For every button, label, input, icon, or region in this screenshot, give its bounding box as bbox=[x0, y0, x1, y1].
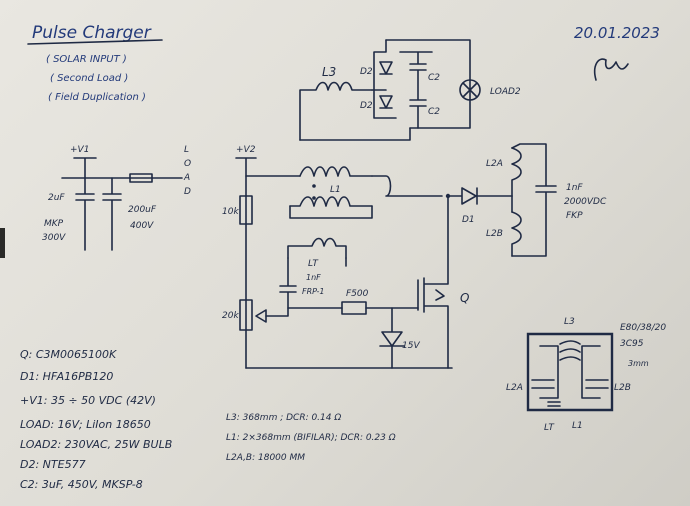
inductor-l2b bbox=[511, 211, 522, 257]
label-l1: L1 bbox=[330, 185, 341, 195]
label-d1: D1 bbox=[462, 215, 475, 225]
cap-1nf-trigger bbox=[265, 257, 297, 317]
note-d2: D2: NTE577 bbox=[20, 458, 86, 471]
cap-c2-pair bbox=[399, 51, 433, 129]
diode-d2-upper bbox=[379, 61, 393, 75]
winding-l2 bbox=[531, 379, 609, 389]
subtitle-field-duplication: ( Field Duplication ) bbox=[48, 92, 146, 103]
label-c2-lower: C2 bbox=[428, 107, 440, 117]
d2-rail bbox=[373, 39, 397, 119]
label-lt: LT bbox=[308, 259, 319, 269]
binder-strip bbox=[0, 228, 5, 258]
label-tr-l1: L1 bbox=[572, 421, 583, 431]
label-d2-lower: D2 bbox=[360, 101, 373, 111]
label-l3: L3 bbox=[322, 65, 336, 79]
winding-l3 bbox=[559, 340, 581, 361]
label-f500: F500 bbox=[346, 289, 369, 299]
label-v2: +V2 bbox=[236, 145, 256, 155]
label-cap-fkp: FKP bbox=[566, 211, 583, 221]
l1-dot-upper bbox=[312, 184, 316, 188]
note-l2: L2A,B: 18000 MM bbox=[226, 453, 305, 463]
label-tr-l2a: L2A bbox=[506, 383, 523, 393]
mosfet-body-diode bbox=[435, 289, 445, 301]
label-trigger-1nf: 1nF bbox=[306, 273, 321, 282]
lamp-symbol bbox=[459, 79, 481, 101]
label-r-20k: 20k bbox=[222, 311, 239, 321]
title: Pulse Charger bbox=[32, 23, 152, 43]
resistor-10k bbox=[239, 195, 253, 225]
label-c-300v: 300V bbox=[42, 233, 66, 243]
inductor-l3 bbox=[299, 81, 373, 141]
subtitle-solar: ( SOLAR INPUT ) bbox=[46, 54, 127, 65]
note-v1: +V1: 35 ÷ 50 VDC (42V) bbox=[20, 394, 156, 407]
note-l3: L3: 368mm ; DCR: 0.14 Ω bbox=[226, 413, 341, 423]
winding-lt bbox=[547, 401, 561, 407]
inductor-l2a bbox=[511, 147, 522, 197]
label-q: Q bbox=[460, 291, 469, 305]
core-outline bbox=[526, 332, 614, 412]
title-underline bbox=[27, 39, 163, 45]
load-letter-d: D bbox=[184, 187, 191, 197]
label-load2: LOAD2 bbox=[490, 87, 521, 97]
inductor-l1-lower bbox=[289, 196, 373, 207]
label-tr-l2b: L2B bbox=[614, 383, 631, 393]
load-letter-l: L bbox=[184, 145, 189, 155]
label-c2-upper: C2 bbox=[428, 73, 440, 83]
resistor-f500 bbox=[341, 301, 367, 315]
load2-loop bbox=[385, 39, 471, 129]
l1-lower-loop bbox=[289, 205, 373, 219]
label-c-400v: 400V bbox=[130, 221, 154, 231]
date: 20.01.2023 bbox=[574, 24, 660, 42]
resistor-20k bbox=[239, 299, 253, 331]
cap-1nf-output bbox=[511, 143, 557, 257]
signature bbox=[593, 58, 629, 81]
label-cap-2000vdc: 2000VDC bbox=[564, 197, 607, 207]
label-frp: FRP-1 bbox=[302, 287, 325, 296]
inductor-l1-upper bbox=[299, 166, 373, 177]
note-c2: C2: 3uF, 450V, MKSP-8 bbox=[20, 478, 143, 491]
label-tr-lt: LT bbox=[544, 423, 555, 433]
subtitle-second-load: ( Second Load ) bbox=[50, 73, 128, 84]
label-core: 3C95 bbox=[620, 339, 644, 349]
label-tr-l3: L3 bbox=[564, 317, 575, 327]
cap-2uf-symbol bbox=[75, 177, 95, 251]
label-cap-1nf: 1nF bbox=[566, 183, 583, 193]
inductor-lt bbox=[287, 237, 347, 259]
label-d2-upper: D2 bbox=[360, 67, 373, 77]
note-load2: LOAD2: 230VAC, 25W BULB bbox=[20, 438, 172, 451]
label-mkp: MKP bbox=[44, 219, 64, 229]
potentiometer-wiper bbox=[255, 309, 267, 323]
load-letter-o: O bbox=[184, 159, 191, 169]
label-r-10k: 10k bbox=[222, 207, 239, 217]
label-c-2uf: 2uF bbox=[48, 193, 65, 203]
diode-d1 bbox=[447, 187, 513, 205]
cap-200uf-symbol bbox=[102, 177, 122, 251]
l1-dot-lower bbox=[312, 196, 316, 200]
mosfet-q bbox=[417, 195, 449, 369]
note-l1: L1: 2×368mm (BIFILAR); DCR: 0.23 Ω bbox=[226, 433, 396, 443]
lamp-cross bbox=[462, 82, 478, 98]
zener-diode bbox=[379, 307, 405, 369]
label-l2a: L2A bbox=[486, 159, 503, 169]
label-c-200uf: 200uF bbox=[128, 205, 157, 215]
v1-rail bbox=[61, 157, 183, 179]
label-l2b: L2B bbox=[486, 229, 503, 239]
v2-rail bbox=[235, 157, 257, 369]
load-letter-a: A bbox=[183, 173, 190, 183]
core-windows bbox=[539, 345, 601, 399]
label-zener: 15V bbox=[402, 341, 420, 351]
label-gap: 3mm bbox=[628, 359, 649, 368]
note-q: Q: C3M0065100K bbox=[20, 348, 117, 361]
note-d1: D1: HFA16PB120 bbox=[20, 370, 113, 383]
diode-d2-lower bbox=[379, 95, 393, 109]
fuse-symbol bbox=[129, 173, 153, 183]
l1-to-d1 bbox=[371, 175, 443, 197]
l3-return bbox=[299, 127, 411, 141]
label-v1: +V1 bbox=[70, 145, 89, 155]
label-e80: E80/38/20 bbox=[620, 323, 666, 333]
note-load: LOAD: 16V; LiIon 18650 bbox=[20, 418, 151, 431]
